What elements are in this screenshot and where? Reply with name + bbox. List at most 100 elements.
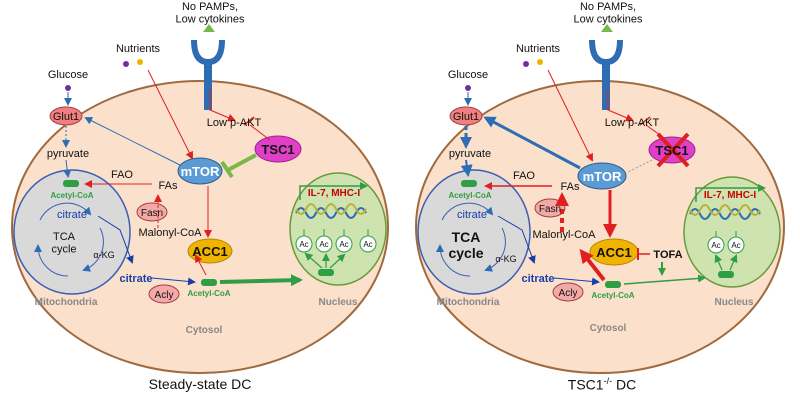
nuclear-acetyl-coa-pill [718, 271, 734, 278]
akg-label: α-KG [93, 250, 114, 260]
acc1-label: ACC1 [192, 244, 227, 259]
pyruvate-label: pyruvate [47, 148, 89, 160]
tca-cycle-arrows [436, 202, 506, 277]
labels-left: No PAMPs,Low cytokines Nutrients Glucose… [35, 1, 373, 336]
nutrient-dot [523, 61, 529, 67]
text-line: TCA [53, 231, 76, 243]
text-line: No PAMPs, [580, 1, 636, 13]
text-line: Low cytokines [573, 14, 643, 26]
citrate-mito-label: citrate [457, 209, 487, 221]
pathway-arrows [62, 69, 303, 287]
acly-label: Acly [155, 290, 174, 301]
ac-circle [315, 235, 333, 253]
text-line: TCA [452, 229, 481, 245]
cytosol-label: Cytosol [186, 325, 223, 336]
panel-right [415, 24, 785, 374]
ligand-label: No PAMPs,Low cytokines [175, 1, 245, 26]
histone-acetyl-marks [295, 229, 377, 253]
nucleus [289, 172, 387, 286]
ac-label: Ac [363, 240, 372, 249]
ac-circle [335, 235, 353, 253]
glucose-dot [65, 85, 71, 91]
text-line: No PAMPs, [182, 1, 238, 13]
acly-label: Acly [559, 288, 578, 299]
citrate-cyto-label: citrate [119, 273, 152, 285]
tsc1-label: TSC1 [261, 142, 294, 157]
acetyl-coa-mito-label: Acetyl-CoA [50, 191, 93, 200]
caption-right-text: TSC1 [567, 376, 604, 393]
mtor-node [177, 157, 223, 185]
gene-activation-arrow [299, 182, 368, 200]
mitochondria-label: Mitochondria [35, 297, 98, 308]
fas-label: FAs [159, 180, 178, 192]
text-line: cycle [448, 245, 483, 261]
ac-label: Ac [319, 240, 328, 249]
histone-acetyl-marks [707, 231, 745, 254]
gene-label: IL-7, MHC-I [308, 188, 360, 199]
caption-left: Steady-state DC [0, 376, 400, 392]
ac-label: Ac [731, 241, 740, 250]
acetyl-coa-cyto-label: Acetyl-CoA [591, 291, 634, 300]
caption-right-tail: DC [612, 376, 637, 393]
tofa-label: TOFA [653, 249, 682, 261]
ac-circle [359, 235, 377, 253]
ac-label: Ac [339, 240, 348, 249]
mtor-label: mTOR [583, 169, 622, 184]
ac-circle [727, 236, 745, 254]
caption-right: TSC1-/- DC [412, 376, 792, 393]
acetyl-coa-cyto-label: Acetyl-CoA [187, 289, 230, 298]
gene-activation-arrow [695, 184, 766, 202]
receptor-icon [191, 24, 225, 110]
caption-left-text: Steady-state DC [148, 376, 252, 392]
citrate-mito-label: citrate [57, 209, 87, 221]
nucleus-label: Nucleus [319, 297, 358, 308]
pyruvate-label: pyruvate [449, 148, 491, 160]
mitochondria [417, 169, 531, 295]
ac-circle [295, 235, 313, 253]
gene-label: IL-7, MHC-I [704, 190, 756, 201]
acly-node [552, 282, 584, 302]
malonyl-coa-label: Malonyl-CoA [139, 227, 203, 239]
nutrients-label: Nutrients [516, 43, 561, 55]
nuclear-acetyl-coa-pill [318, 269, 334, 276]
nuclear-acetyl-arrows [304, 252, 346, 269]
ac-label: Ac [711, 241, 720, 250]
glut1-label: Glut1 [53, 111, 79, 123]
ligand-label: No PAMPs,Low cytokines [573, 1, 643, 26]
acc1-label: ACC1 [596, 245, 631, 260]
glut1-node [449, 106, 483, 126]
acetyl-coa-cyto-pill [605, 281, 621, 288]
fao-label: FAO [111, 169, 133, 181]
fasn-label: Fasn [141, 208, 163, 219]
malonyl-coa-label: Malonyl-CoA [533, 229, 597, 241]
glucose-label: Glucose [48, 69, 88, 81]
tca-cycle-arrows [34, 202, 104, 277]
low-pakt-label: Low p-AKT [207, 117, 262, 129]
fasn-node [136, 202, 168, 222]
text-line: Low cytokines [175, 14, 245, 26]
nuclear-acetyl-arrows [714, 254, 738, 271]
glucose-dot [465, 85, 471, 91]
fasn-label: Fasn [539, 204, 561, 215]
acly-node [148, 284, 180, 304]
caption-right-superscript: -/- [603, 376, 613, 386]
labels-right: No PAMPs,Low cytokines Nutrients Glucose… [437, 1, 757, 334]
glut1-node [49, 106, 83, 126]
nutrient-dot [123, 61, 129, 67]
glut1-label: Glut1 [453, 111, 479, 123]
nutrient-dot [537, 59, 543, 65]
dna-strands [689, 204, 761, 220]
receptor-icon [589, 24, 623, 110]
low-pakt-label: Low p-AKT [605, 117, 660, 129]
pathway-arrows [460, 69, 706, 286]
acetyl-coa-cyto-pill [201, 279, 217, 286]
mitochondria-label: Mitochondria [437, 297, 500, 308]
panel-left [11, 24, 389, 374]
nutrient-dot [137, 59, 143, 65]
dna-strands [295, 203, 367, 219]
citrate-cyto-label: citrate [521, 273, 554, 285]
acetyl-coa-mito-pill [63, 180, 79, 187]
